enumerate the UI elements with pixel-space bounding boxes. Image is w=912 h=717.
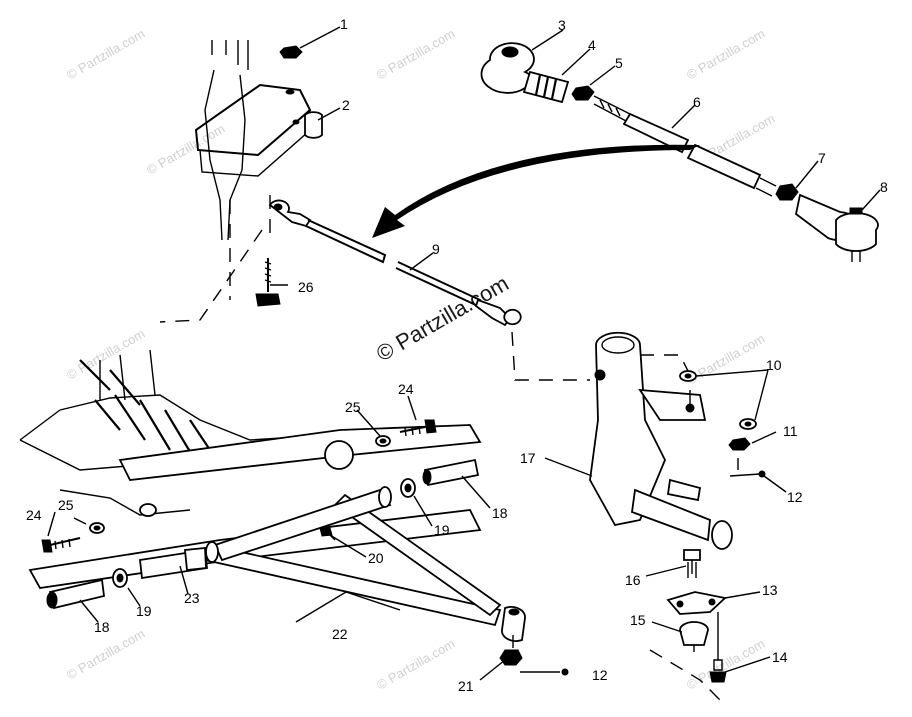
watermark-tile: © Partzilla.com [64, 326, 147, 383]
direction-arrow [372, 144, 700, 238]
callout-4: 4 [588, 37, 596, 53]
callout-3: 3 [558, 17, 566, 33]
callout-22: 22 [332, 626, 348, 642]
spindle-17 [589, 331, 733, 550]
bolt-26 [255, 258, 281, 307]
callout-16: 16 [625, 572, 641, 588]
callout-13: 13 [762, 582, 778, 598]
callout-19: 19 [434, 522, 450, 538]
callout-23: 23 [184, 590, 200, 606]
callout-15: 15 [630, 612, 646, 628]
watermark-tile: © Partzilla.com [374, 636, 457, 693]
callout-18: 18 [492, 505, 508, 521]
callout-1: 1 [340, 16, 348, 32]
watermark-tile: © Partzilla.com [684, 331, 767, 388]
callout-26: 26 [298, 279, 314, 295]
callout-19: 19 [136, 603, 152, 619]
ball-joint-assembly [649, 549, 727, 701]
callout-18: 18 [94, 619, 110, 635]
callout-10: 10 [766, 357, 782, 373]
watermark-tile: © Partzilla.com [374, 26, 457, 83]
bushings-and-hardware [41, 419, 480, 610]
hardware-10-11-12 [679, 370, 766, 478]
tie-rod-end-assembly [480, 42, 879, 262]
callout-20: 20 [368, 550, 384, 566]
steering-post [159, 40, 323, 323]
watermark-tile: © Partzilla.com [684, 26, 767, 83]
a-arm-22 [139, 486, 569, 676]
callout-labels: 1 2 3 4 5 6 7 8 9 10 11 12 13 14 15 16 1… [26, 16, 888, 694]
callout-11: 11 [783, 423, 798, 439]
leader-lines [47, 26, 881, 681]
callout-9: 9 [432, 241, 440, 257]
callout-17: 17 [520, 450, 536, 466]
callout-25: 25 [345, 399, 361, 415]
callout-24: 24 [26, 507, 42, 523]
callout-12: 12 [787, 489, 803, 505]
callout-5: 5 [615, 55, 623, 71]
callout-14: 14 [772, 649, 788, 665]
callout-12: 12 [592, 667, 608, 683]
tie-rod-9 [268, 199, 590, 381]
callout-6: 6 [693, 94, 701, 110]
callout-24: 24 [398, 381, 414, 397]
callout-2: 2 [342, 97, 350, 113]
callout-25: 25 [58, 497, 74, 513]
callout-7: 7 [818, 150, 826, 166]
watermark-tile: © Partzilla.com [64, 26, 147, 83]
callout-8: 8 [880, 179, 888, 195]
watermark-tile: © Partzilla.com [144, 121, 227, 178]
callout-21: 21 [458, 678, 474, 694]
